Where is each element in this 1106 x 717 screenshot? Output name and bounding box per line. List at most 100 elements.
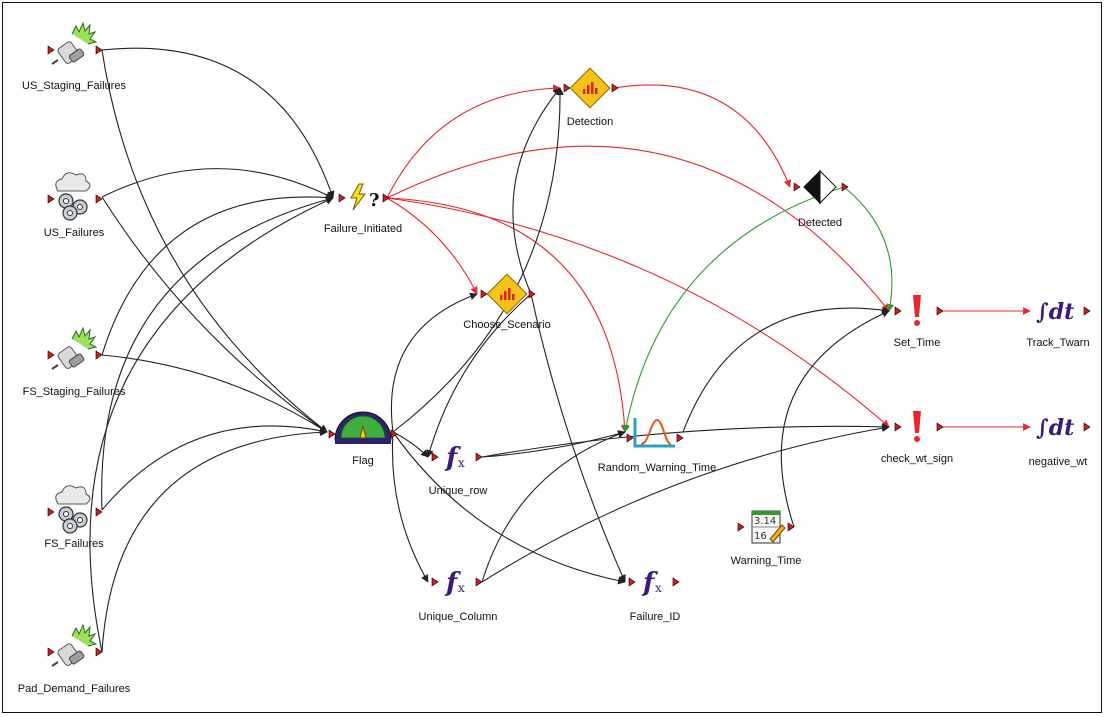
node-failure-id[interactable]: Failure_ID bbox=[630, 582, 681, 623]
link-FS_Failures-to-Flag[interactable] bbox=[101, 425, 328, 511]
node-unique-column[interactable]: Unique_Column bbox=[419, 582, 498, 623]
link-Flag-to-Unique_Column[interactable] bbox=[391, 431, 429, 583]
link-FS_Staging_Failures-to-Failure_Initiated[interactable] bbox=[101, 193, 334, 356]
node-fs-failures[interactable]: FS_Failures bbox=[44, 510, 103, 550]
link-Flag-to-Unique_row[interactable] bbox=[392, 431, 429, 458]
svg-text:x: x bbox=[458, 456, 465, 470]
link-Failure_Initiated-to-Choose_Scenario[interactable] bbox=[386, 197, 478, 295]
status-diamond-icon[interactable] bbox=[793, 169, 849, 205]
link-Flag-to-Failure_ID[interactable] bbox=[392, 431, 626, 585]
node-label: Choose_Scenario bbox=[463, 319, 551, 331]
node-fs-staging-failures[interactable]: FS_Staging_Failures bbox=[23, 355, 126, 398]
node-label: Unique_Column bbox=[418, 611, 498, 623]
link-Failure_Initiated-to-Random_Warning_Time[interactable] bbox=[386, 197, 629, 433]
link-US_Staging_Failures-to-Failure_Initiated[interactable] bbox=[101, 47, 335, 199]
link-US_Failures-to-Failure_Initiated[interactable] bbox=[101, 168, 334, 199]
node-set-time[interactable]: Set_Time bbox=[894, 311, 941, 349]
link-FS_Staging_Failures-to-Flag[interactable] bbox=[101, 354, 328, 433]
link-Pad_Demand_Failures-to-Flag[interactable] bbox=[101, 428, 328, 653]
svg-text:?: ? bbox=[369, 190, 380, 211]
link-Unique_row-to-check_wt_sign[interactable] bbox=[481, 422, 890, 458]
link-Unique_row-to-Random_Warning_Time[interactable] bbox=[481, 430, 626, 458]
node-label: Flag bbox=[352, 455, 374, 467]
discrete-distribution-icon[interactable] bbox=[480, 273, 536, 315]
node-check-wt-sign[interactable]: check_wt_sign bbox=[881, 427, 953, 465]
link-Warning_Time-to-Set_Time[interactable] bbox=[780, 310, 890, 528]
node-us-staging-failures[interactable]: US_Staging_Failures bbox=[22, 50, 126, 92]
node-flag[interactable]: Flag bbox=[352, 432, 373, 467]
link-Failure_Initiated-to-Set_Time[interactable] bbox=[386, 145, 890, 312]
link-Failure_Initiated-to-Detection[interactable] bbox=[386, 84, 561, 199]
node-label: Failure_ID bbox=[629, 611, 681, 623]
node-label: Warning_Time bbox=[730, 555, 802, 567]
link-FS_Failures-to-Failure_Initiated[interactable] bbox=[101, 196, 334, 511]
node-label: Failure_Initiated bbox=[323, 223, 403, 235]
gears-cloud-icon[interactable] bbox=[47, 485, 103, 534]
link-Choose_Scenario-to-Detection[interactable] bbox=[512, 87, 561, 295]
svg-text:∫dt: ∫dt bbox=[1036, 415, 1074, 441]
node-pad-demand-failures[interactable]: Pad_Demand_Failures bbox=[18, 652, 131, 695]
node-us-failures[interactable]: US_Failures bbox=[44, 197, 105, 239]
node-label: Detection bbox=[566, 116, 614, 128]
trigger-exclamation-icon[interactable] bbox=[894, 295, 944, 326]
link-Unique_Column-to-check_wt_sign[interactable] bbox=[481, 424, 890, 583]
node-label: Set_Time bbox=[893, 337, 941, 349]
node-label: Pad_Demand_Failures bbox=[17, 683, 131, 695]
node-label: US_Staging_Failures bbox=[22, 80, 126, 92]
integrator-icon[interactable]: ∫dt bbox=[1036, 299, 1091, 325]
link-Choose_Scenario-to-Failure_ID[interactable] bbox=[530, 293, 626, 583]
link-Flag-to-Choose_Scenario[interactable] bbox=[390, 292, 478, 433]
link-Detection-to-Detected[interactable] bbox=[613, 84, 791, 188]
link-Unique_Column-to-Random_Warning_Time[interactable] bbox=[481, 430, 626, 583]
node-label: Unique_row bbox=[428, 485, 488, 497]
stochastic-distribution-icon[interactable] bbox=[626, 418, 684, 448]
node-track-twarn[interactable]: Track_Twarn bbox=[1026, 311, 1089, 349]
node-warning-time[interactable]: Warning_Time bbox=[731, 527, 802, 567]
integrator-icon[interactable]: ∫dt bbox=[1036, 415, 1091, 441]
gears-cloud-icon[interactable] bbox=[47, 172, 103, 221]
link-Failure_Initiated-to-check_wt_sign[interactable] bbox=[386, 197, 890, 428]
link-Random_Warning_Time-to-Set_Time[interactable] bbox=[682, 306, 890, 433]
selector-dial-icon[interactable] bbox=[328, 411, 398, 444]
node-label: Detected bbox=[797, 217, 843, 229]
node-label: FS_Staging_Failures bbox=[22, 386, 126, 398]
node-unique-row[interactable]: Unique_row bbox=[429, 457, 488, 497]
node-label: US_Failures bbox=[43, 227, 105, 239]
svg-text:3.14: 3.14 bbox=[754, 516, 776, 527]
link-Flag-to-Detection[interactable] bbox=[392, 87, 564, 433]
spark-plug-icon[interactable] bbox=[47, 623, 103, 667]
node-negative-wt[interactable]: negative_wt bbox=[1029, 427, 1088, 468]
node-label: Random_Warning_Time bbox=[597, 462, 717, 474]
node-choose-scenario[interactable]: Choose_Scenario bbox=[463, 294, 550, 331]
link-US_Failures-to-Flag[interactable] bbox=[101, 196, 328, 433]
link-Choose_Scenario-to-Unique_row[interactable] bbox=[426, 293, 532, 458]
node-label: FS_Failures bbox=[44, 538, 104, 550]
link-US_Staging_Failures-to-Flag[interactable] bbox=[101, 49, 328, 433]
data-table-icon[interactable]: 3.14 16 bbox=[737, 510, 795, 544]
discrete-distribution-icon[interactable] bbox=[563, 67, 619, 109]
node-label: Track_Twarn bbox=[1026, 337, 1090, 349]
lightning-question-icon[interactable]: ? bbox=[338, 183, 390, 211]
svg-text:f: f bbox=[444, 443, 461, 473]
svg-text:x: x bbox=[655, 581, 662, 595]
link-Detected-to-Set_Time[interactable] bbox=[843, 186, 895, 312]
link-Detected-to-Random_Warning_Time[interactable] bbox=[622, 186, 845, 433]
svg-text:∫dt: ∫dt bbox=[1036, 299, 1074, 325]
node-failure-initiated[interactable]: Failure_Initiated bbox=[324, 198, 402, 235]
svg-text:16: 16 bbox=[754, 531, 767, 542]
spark-plug-icon[interactable] bbox=[47, 21, 103, 65]
spark-plug-icon[interactable] bbox=[47, 326, 103, 370]
trigger-exclamation-icon[interactable] bbox=[894, 411, 944, 442]
link-Pad_Demand_Failures-to-Failure_Initiated[interactable] bbox=[89, 197, 334, 653]
node-random-warning-time[interactable]: Random_Warning_Time bbox=[598, 432, 716, 474]
svg-text:f: f bbox=[641, 568, 658, 598]
node-detection[interactable]: Detection bbox=[567, 88, 613, 128]
node-label: negative_wt bbox=[1028, 456, 1088, 468]
svg-text:x: x bbox=[458, 581, 465, 595]
svg-text:f: f bbox=[444, 568, 461, 598]
node-detected[interactable]: Detected bbox=[798, 187, 842, 229]
